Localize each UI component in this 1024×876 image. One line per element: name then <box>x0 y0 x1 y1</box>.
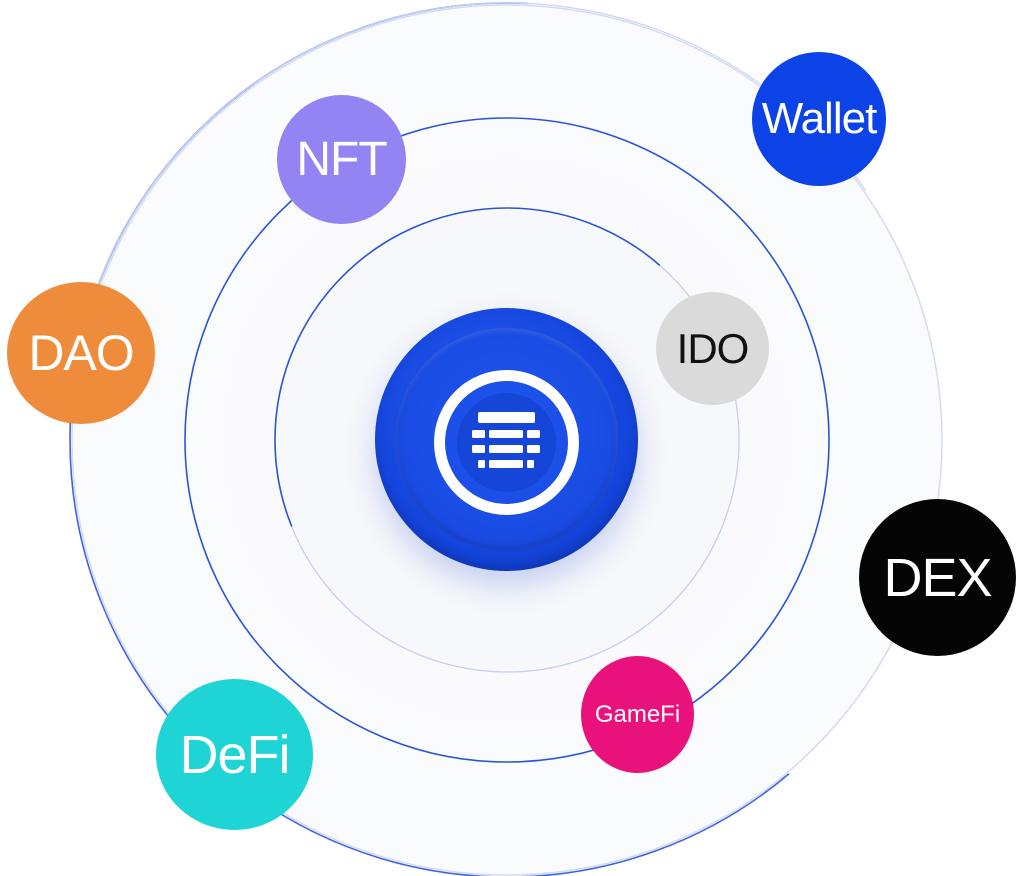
node-wallet[interactable]: Wallet <box>752 52 886 186</box>
outer-orbit-light <box>69 2 945 876</box>
node-defi[interactable]: DeFi <box>156 679 313 830</box>
coin-ring <box>434 370 579 515</box>
node-label: Wallet <box>761 94 878 143</box>
center-coin <box>375 308 638 571</box>
node-gamefi[interactable]: GameFi <box>581 656 694 773</box>
node-nft[interactable]: NFT <box>277 95 406 224</box>
node-ido[interactable]: IDO <box>656 292 769 405</box>
node-dex[interactable]: DEX <box>859 499 1016 656</box>
node-label: DeFi <box>179 724 290 785</box>
inner-orbit <box>274 207 740 673</box>
node-label: GameFi <box>594 700 681 728</box>
node-label: IDO <box>676 324 750 372</box>
inner-orbit-light <box>274 207 740 673</box>
node-label: DAO <box>28 325 134 381</box>
node-label: NFT <box>296 132 387 186</box>
coin-inner-disc <box>457 393 556 492</box>
node-label: DEX <box>883 547 992 608</box>
grid-table-icon <box>472 412 540 468</box>
middle-orbit <box>184 117 830 763</box>
node-dao[interactable]: DAO <box>7 282 155 424</box>
